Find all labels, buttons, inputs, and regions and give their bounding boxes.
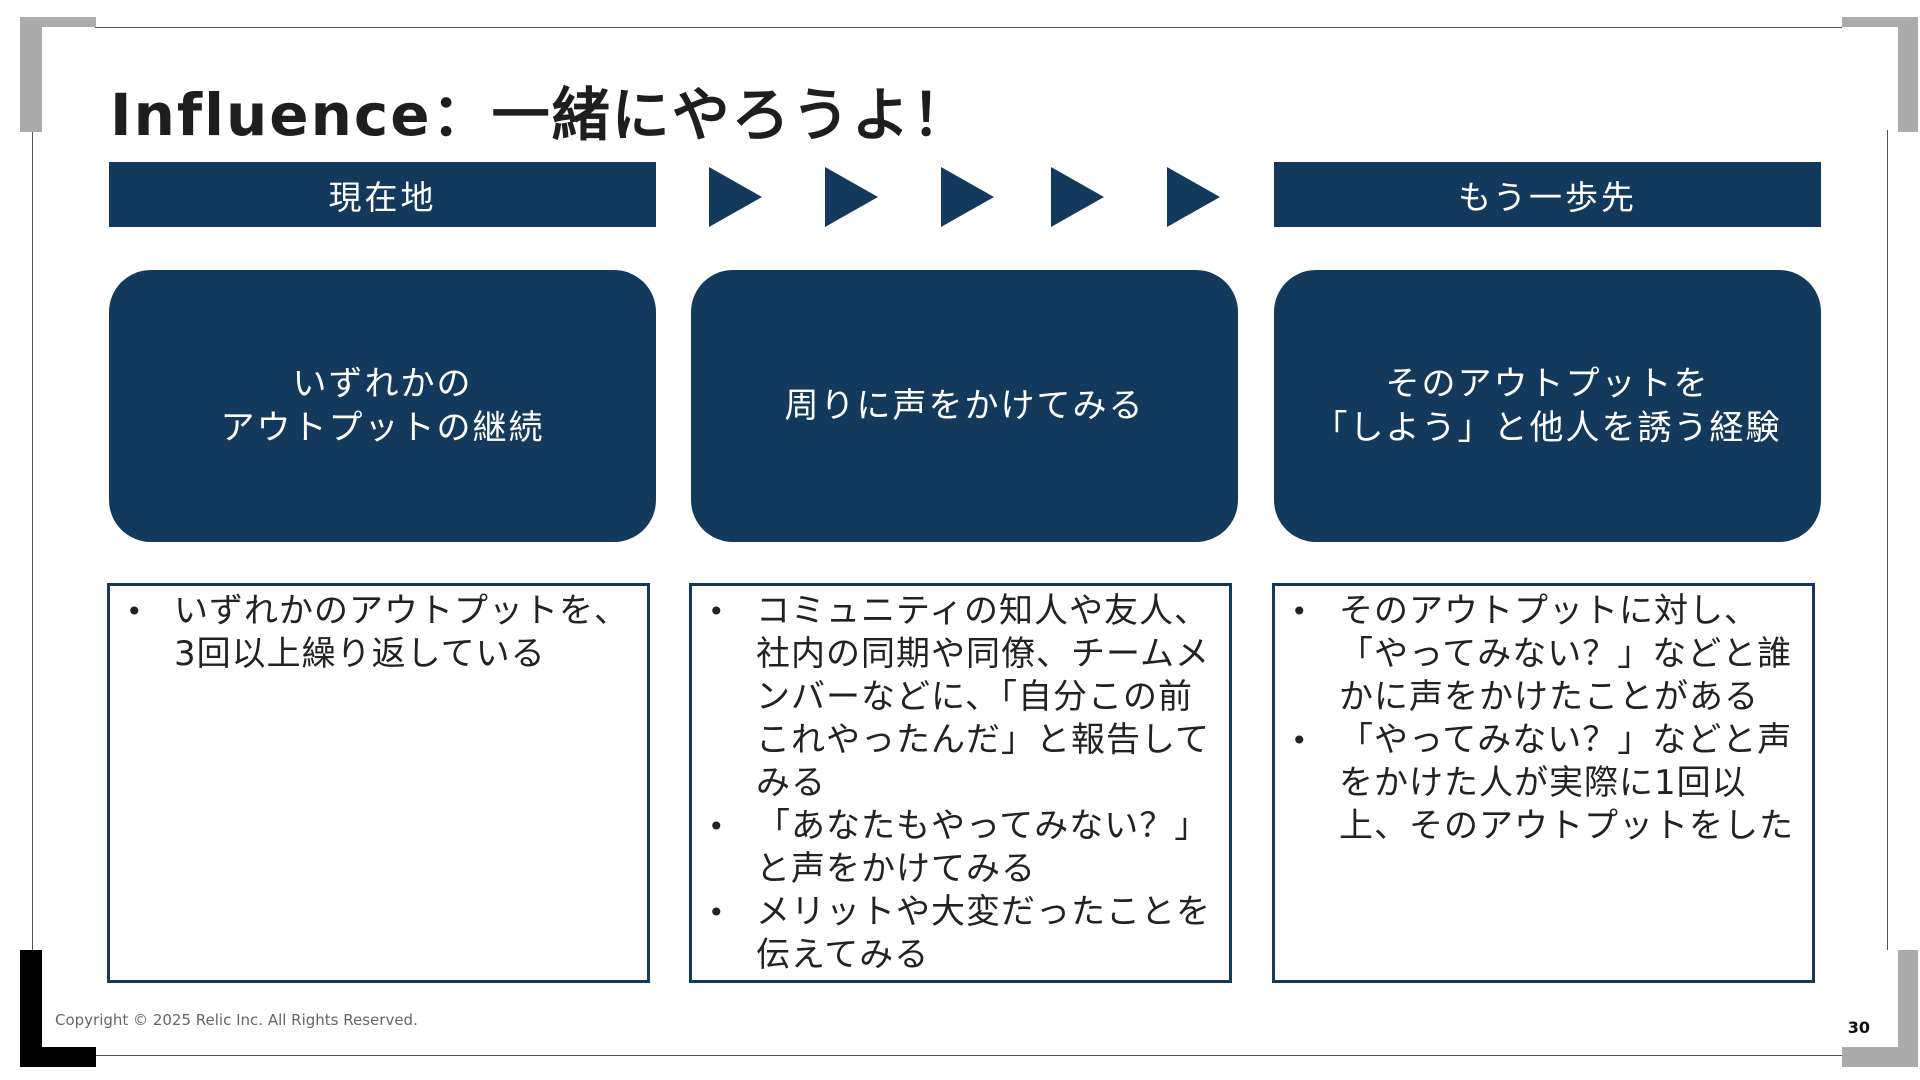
bullet-icon: • — [126, 595, 144, 628]
list-item-line: コミュニティの知人や友人、 — [756, 591, 1209, 631]
list-item-line: そのアウトプットに対し、 — [1339, 591, 1759, 631]
stage-box-3: そのアウトプットを 「しよう」と他人を誘う経験 — [1274, 270, 1821, 542]
list-item: • 「やってみない？」などと声 をかけた人が実際に1回以 上、そのアウトプットを… — [1289, 719, 1798, 848]
stage-text-line: 「しよう」と他人を誘う経験 — [1313, 408, 1782, 448]
list-item-line: 3回以上繰り返している — [174, 634, 546, 674]
detail-box-2: • コミュニティの知人や友人、 社内の同期や同僚、チームメ ンバーなどに、「自分… — [689, 583, 1232, 983]
stage-text-line: アウトプットの継続 — [220, 408, 545, 448]
list-item-line: これやったんだ」と報告して — [756, 720, 1210, 760]
progress-arrow-icon — [1167, 167, 1220, 227]
frame-right-line — [1887, 130, 1888, 950]
detail-box-1: • いずれかのアウトプットを、 3回以上繰り返している — [107, 583, 650, 983]
frame-bottom-line — [95, 1055, 1842, 1056]
list-item-line: 「あなたもやってみない？」 — [756, 806, 1210, 846]
list-item-line: 社内の同期や同僚、チームメ — [756, 634, 1210, 674]
page-number: 30 — [1847, 1018, 1870, 1037]
header-current-label: 現在地 — [328, 177, 437, 217]
bullet-icon: • — [708, 595, 726, 628]
stage-text-line: いずれかの — [292, 364, 473, 404]
frame-left-line — [32, 130, 33, 950]
header-current-position: 現在地 — [109, 162, 656, 227]
list-item-line: メリットや大変だったことを — [756, 892, 1211, 932]
detail-list: • そのアウトプットに対し、 「やってみない？」などと誰 かに声をかけたことがあ… — [1275, 586, 1812, 848]
stage-box-2: 周りに声をかけてみる — [691, 270, 1238, 542]
progress-arrow-icon — [825, 167, 878, 227]
list-item: • いずれかのアウトプットを、 3回以上繰り返している — [124, 590, 633, 676]
copyright-text: Copyright © 2025 Relic Inc. All Rights R… — [55, 1011, 418, 1029]
list-item-line: 「やってみない？」などと誰 — [1339, 634, 1793, 674]
list-item-line: 上、そのアウトプットをした — [1339, 806, 1794, 846]
bullet-icon: • — [1291, 724, 1309, 757]
header-next-step: もう一歩先 — [1274, 162, 1821, 227]
frame-top-line — [95, 27, 1842, 28]
bullet-icon: • — [708, 896, 726, 929]
list-item-line: ンバーなどに、「自分この前 — [756, 677, 1193, 717]
bullet-icon: • — [708, 810, 726, 843]
list-item-line: かに声をかけたことがある — [1339, 677, 1759, 717]
list-item-line: と声をかけてみる — [756, 849, 1036, 889]
progress-arrow-icon — [1051, 167, 1104, 227]
bullet-icon: • — [1291, 595, 1309, 628]
stage-text-line: 周りに声をかけてみる — [784, 386, 1145, 426]
list-item: • 「あなたもやってみない？」 と声をかけてみる — [706, 805, 1215, 891]
list-item-line: いずれかのアウトプットを、 — [174, 591, 629, 631]
header-next-label: もう一歩先 — [1457, 177, 1637, 217]
stage-text-line: そのアウトプットを — [1385, 364, 1710, 404]
detail-box-3: • そのアウトプットに対し、 「やってみない？」などと誰 かに声をかけたことがあ… — [1272, 583, 1815, 983]
progress-arrow-icon — [709, 167, 762, 227]
list-item-line: 「やってみない？」などと声 — [1339, 720, 1793, 760]
list-item: • そのアウトプットに対し、 「やってみない？」などと誰 かに声をかけたことがあ… — [1289, 590, 1798, 719]
list-item-line: 伝えてみる — [756, 935, 930, 975]
list-item: • コミュニティの知人や友人、 社内の同期や同僚、チームメ ンバーなどに、「自分… — [706, 590, 1215, 805]
detail-list: • コミュニティの知人や友人、 社内の同期や同僚、チームメ ンバーなどに、「自分… — [692, 586, 1229, 977]
stage-box-1: いずれかの アウトプットの継続 — [109, 270, 656, 542]
detail-list: • いずれかのアウトプットを、 3回以上繰り返している — [110, 586, 647, 676]
slide-title: Influence：一緒にやろうよ！ — [110, 81, 972, 149]
list-item-line: みる — [756, 763, 826, 803]
list-item: • メリットや大変だったことを 伝えてみる — [706, 891, 1215, 977]
progress-arrow-icon — [941, 167, 994, 227]
list-item-line: をかけた人が実際に1回以 — [1339, 763, 1747, 803]
